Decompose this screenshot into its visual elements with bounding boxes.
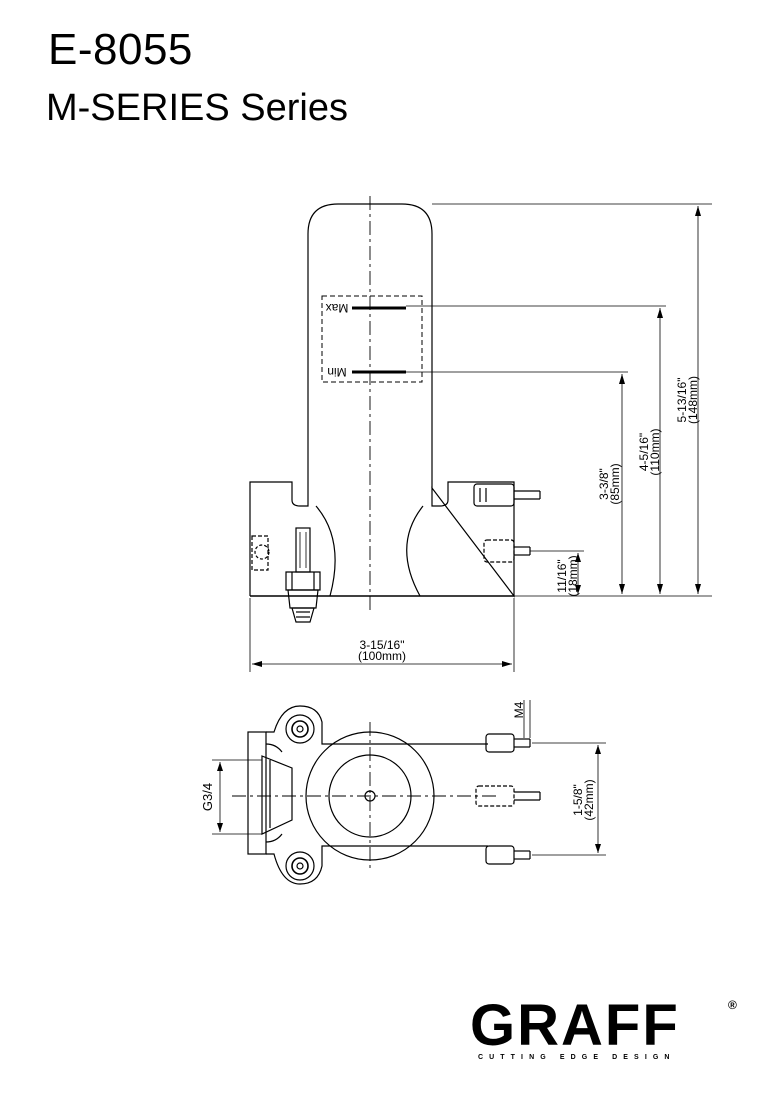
spindle xyxy=(295,527,311,573)
graff-logo: GRAFF ® CUTTING EDGE DESIGN xyxy=(470,996,740,1066)
model-number: E-8055 xyxy=(48,25,193,74)
side-view: Max Min xyxy=(249,196,712,672)
dim-148-metric: (148mm) xyxy=(686,376,700,424)
dim-148-imperial: 5-13/16" xyxy=(675,378,689,423)
dim-110-metric: (110mm) xyxy=(648,428,662,475)
brand-wordmark: GRAFF xyxy=(470,993,680,1058)
dim-85-metric: (85mm) xyxy=(608,463,622,504)
max-label: Max xyxy=(326,301,349,315)
dim-85-imperial: 3-3/8" xyxy=(597,468,611,500)
dim-18-metric: (18mm) xyxy=(566,555,580,596)
nut xyxy=(285,571,321,591)
base-housing xyxy=(249,481,515,598)
dim-18-imperial: 11/16" xyxy=(555,559,569,592)
dim-42-imperial: 1-5/8" xyxy=(571,784,585,816)
brand-tagline: CUTTING EDGE DESIGN xyxy=(478,1054,676,1061)
top-view: G3/4 M4 1-5/8" (42mm) xyxy=(200,700,606,885)
dim-100-metric: (100mm) xyxy=(358,649,406,663)
screw-label: M4 xyxy=(512,701,526,718)
thread-label: G3/4 xyxy=(200,783,215,811)
dim-100-imperial: 3-15/16" xyxy=(360,638,405,652)
dim-42-metric: (42mm) xyxy=(582,779,596,820)
max-min-marker-box xyxy=(321,295,423,383)
min-label: Min xyxy=(327,365,346,379)
series-name: M-SERIES Series xyxy=(46,87,348,129)
registered-mark: ® xyxy=(728,998,737,1012)
dim-110-imperial: 4-5/16" xyxy=(637,433,651,471)
